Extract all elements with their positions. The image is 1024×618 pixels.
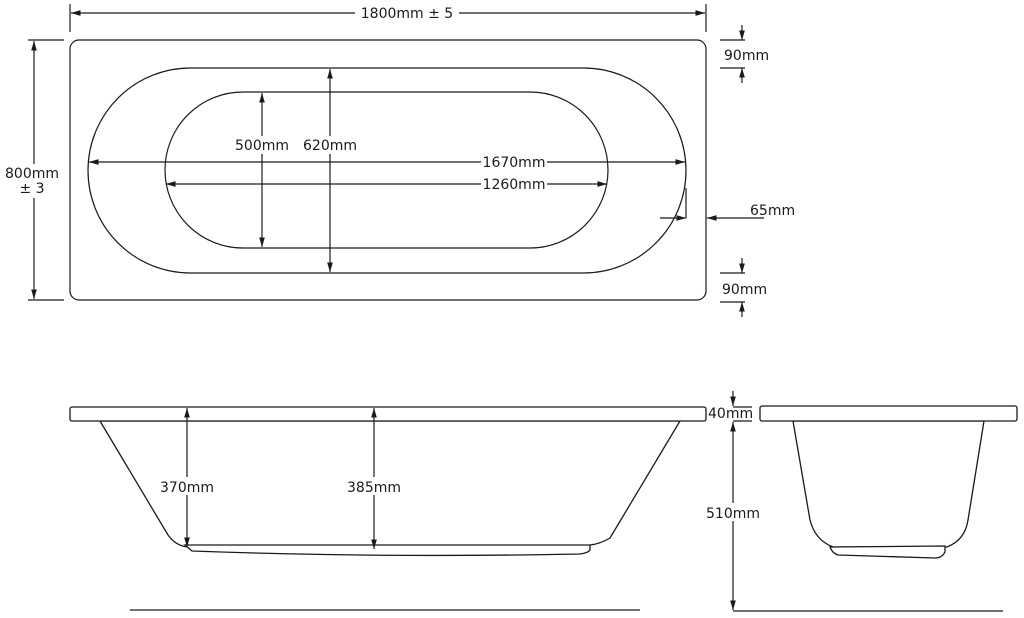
plan-outline <box>69 39 707 301</box>
rim-thickness-label: 40mm <box>708 406 753 422</box>
center-depth-label: 385mm <box>347 480 401 496</box>
rim-side-dimension: 65mm <box>660 188 795 221</box>
end-view: 40mm 510mm <box>704 391 1018 612</box>
rim-top-label: 90mm <box>724 48 769 64</box>
side-foot <box>183 544 591 557</box>
rim-bottom-label: 90mm <box>722 282 767 298</box>
end-foot <box>829 545 946 559</box>
body-height-label: 510mm <box>706 506 760 522</box>
end-body <box>792 420 985 548</box>
side-view: 370mm 385mm <box>69 406 707 611</box>
side-rim <box>69 406 707 422</box>
inner-length-label: 1260mm <box>483 177 546 193</box>
end-depth-label: 370mm <box>160 480 214 496</box>
rim-thickness-dimension: 40mm <box>708 391 753 422</box>
rim-side-label: 65mm <box>750 203 795 219</box>
overall-length-dimension: 1800mm ± 5 <box>69 3 707 32</box>
outer-width-label: 620mm <box>303 138 357 154</box>
inner-bowl-outline <box>164 91 609 249</box>
rim-top-dimension: 90mm <box>720 25 769 83</box>
overall-width-label: 800mm <box>5 166 59 182</box>
outer-length-label: 1670mm <box>483 155 546 171</box>
plan-view: 1800mm ± 5 800mm ± 3 500mm 620mm 1670mm … <box>4 3 795 317</box>
outer-bowl-outline <box>87 67 687 274</box>
overall-width-dimension: 800mm ± 3 <box>4 39 64 301</box>
end-rim <box>759 405 1018 422</box>
rim-bottom-dimension: 90mm <box>720 258 767 317</box>
overall-length-label: 1800mm ± 5 <box>361 6 453 22</box>
inner-width-label: 500mm <box>235 138 289 154</box>
width-tolerance-label: ± 3 <box>19 181 44 197</box>
body-height-dimension: 510mm <box>704 422 762 610</box>
